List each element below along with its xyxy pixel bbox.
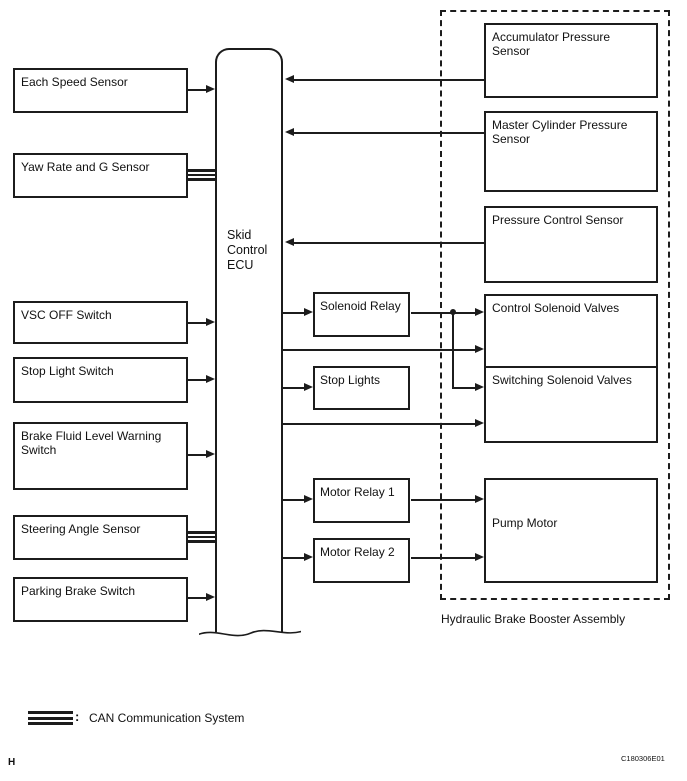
box-stop-lights: Stop Lights [313,366,410,410]
line-ecu-to-motor-relay-2 [283,557,305,559]
box-each-speed-sensor: Each Speed Sensor [13,68,188,113]
arrowhead-ecu-to-motor-relay-1 [304,495,313,503]
box-vsc-off-switch: VSC OFF Switch [13,301,188,344]
junction-dot-solenoid-relay-branch [450,309,456,315]
legend-label: CAN Communication System [89,711,245,725]
line-ecu-to-switching-solenoid-valves [283,423,476,425]
ecu-label-line2: Control [227,243,268,257]
line-motor-relay-2-to-pump-motor [411,557,476,559]
box-brake-fluid-level-warning-switch: Brake Fluid Level Warning Switch [13,422,188,490]
line-ecu-to-control-solenoid-valves [283,349,476,351]
skid-control-ecu-label: Skid Control ECU [227,228,267,273]
arrowhead-each-speed-sensor-to-ecu [206,85,215,93]
arrowhead-master-cylinder-sensor-to-ecu [285,128,294,136]
box-solenoid-relay: Solenoid Relay [313,292,410,337]
arrowhead-parking-brake-switch-to-ecu [206,593,215,601]
figure-code: C180306E01 [621,754,665,763]
line-each-speed-sensor-to-ecu [188,89,207,91]
arrowhead-ecu-to-control-solenoid-valves [475,345,484,353]
arrowhead-ecu-to-stop-lights [304,383,313,391]
page-marker: H [8,757,16,768]
line-branch-vertical [452,313,454,388]
box-yaw-rate-and-g-sensor: Yaw Rate and G Sensor [13,153,188,198]
box-accumulator-pressure-sensor: Accumulator Pressure Sensor [484,23,658,98]
arrowhead-branch-to-switching-valves [475,383,484,391]
line-solenoid-relay-to-control-valves [411,312,476,314]
hydraulic-brake-booster-assembly-boundary [440,10,670,600]
line-ecu-to-solenoid-relay [283,312,305,314]
assembly-caption: Hydraulic Brake Booster Assembly [441,612,626,626]
line-ecu-to-motor-relay-1 [283,499,305,501]
can-line-steering-angle-sensor [188,531,216,543]
box-skid-control-ecu [215,48,283,632]
arrowhead-motor-relay-1-to-pump-motor [475,495,484,503]
line-ecu-to-stop-lights [283,387,305,389]
arrowhead-solenoid-relay-to-control-valves [475,308,484,316]
arrowhead-ecu-to-switching-solenoid-valves [475,419,484,427]
ecu-label-line1: Skid [227,228,252,242]
arrowhead-brake-fluid-switch-to-ecu [206,450,215,458]
line-stop-light-switch-to-ecu [188,379,207,381]
box-pressure-control-sensor: Pressure Control Sensor [484,206,658,283]
arrowhead-stop-light-switch-to-ecu [206,375,215,383]
ecu-torn-edge [199,629,301,649]
box-master-cylinder-pressure-sensor: Master Cylinder Pressure Sensor [484,111,658,192]
legend-separator: : [75,709,80,724]
can-triple-line-symbol [28,711,73,725]
box-motor-relay-1: Motor Relay 1 [313,478,410,523]
line-brake-fluid-switch-to-ecu [188,454,207,456]
line-pressure-control-sensor-to-ecu [294,242,484,244]
arrowhead-vsc-off-switch-to-ecu [206,318,215,326]
box-pump-motor: Pump Motor [484,478,658,583]
arrowhead-accumulator-sensor-to-ecu [285,75,294,83]
line-accumulator-sensor-to-ecu [294,79,484,81]
box-parking-brake-switch: Parking Brake Switch [13,577,188,622]
box-steering-angle-sensor: Steering Angle Sensor [13,515,188,560]
arrowhead-ecu-to-solenoid-relay [304,308,313,316]
line-motor-relay-1-to-pump-motor [411,499,476,501]
box-motor-relay-2: Motor Relay 2 [313,538,410,583]
box-control-solenoid-valves: Control Solenoid Valves [484,294,658,368]
line-vsc-off-switch-to-ecu [188,322,207,324]
line-branch-to-switching-valves [452,387,476,389]
line-parking-brake-switch-to-ecu [188,597,207,599]
box-switching-solenoid-valves: Switching Solenoid Valves [484,368,658,443]
ecu-label-line3: ECU [227,258,254,272]
arrowhead-motor-relay-2-to-pump-motor [475,553,484,561]
line-master-cylinder-sensor-to-ecu [294,132,484,134]
can-line-yaw-rate-sensor [188,169,216,181]
arrowhead-pressure-control-sensor-to-ecu [285,238,294,246]
arrowhead-ecu-to-motor-relay-2 [304,553,313,561]
box-stop-light-switch: Stop Light Switch [13,357,188,403]
